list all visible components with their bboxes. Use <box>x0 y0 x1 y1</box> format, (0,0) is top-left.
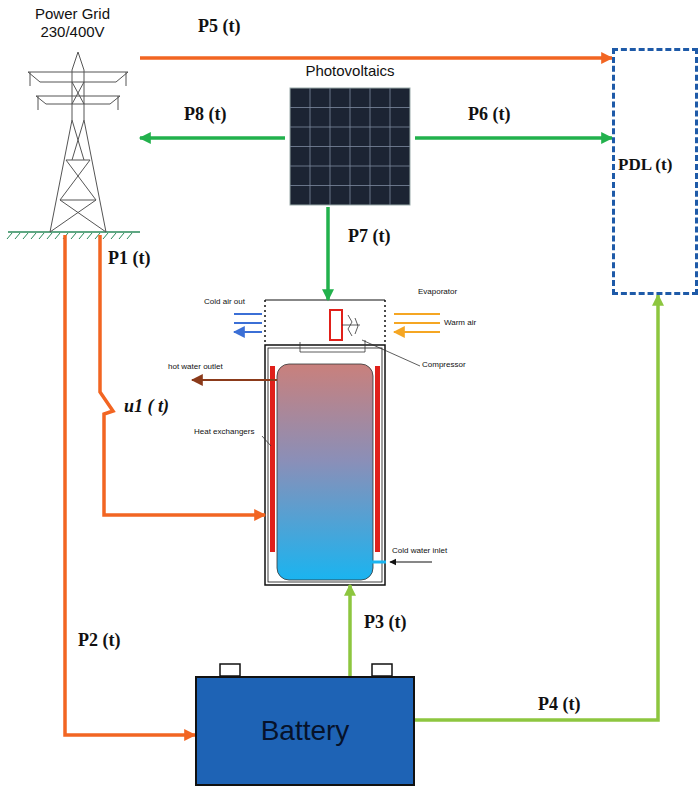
part-label: Heat exchangers <box>193 427 255 436</box>
flow-label: P4 (t) <box>536 694 582 715</box>
pv-panel <box>290 88 410 205</box>
power-flow <box>140 56 612 60</box>
flow-label: P1 (t) <box>106 248 152 269</box>
pv-array: Photovoltaics <box>285 62 415 207</box>
part-label: Compressor <box>421 360 467 369</box>
power-tower <box>8 52 140 232</box>
power-grid: Power Grid 230/400V <box>5 5 140 235</box>
part-label: Cold air out <box>203 297 246 306</box>
battery: Battery <box>195 676 415 786</box>
part-label: Warm air <box>443 318 477 327</box>
flow-label: P5 (t) <box>196 16 242 37</box>
node-label: Power Grid 230/400V <box>23 5 123 41</box>
flow-label: P7 (t) <box>346 226 392 247</box>
part-label: Cold water inlet <box>391 546 448 555</box>
battery-terminals <box>220 664 392 676</box>
flow-label: P8 (t) <box>182 104 228 125</box>
pdl-load: PDL (t) <box>612 48 698 295</box>
node-label: PDL (t) <box>618 155 695 175</box>
node-label: Photovoltaics <box>285 62 415 79</box>
power-flow <box>415 136 612 140</box>
power-flow <box>100 235 265 515</box>
power-flow <box>348 585 352 676</box>
flow-label: P2 (t) <box>76 630 122 651</box>
switch-label: u1 ( t) <box>122 396 171 417</box>
part-label: hot water outlet <box>167 362 224 371</box>
power-flow <box>415 295 658 720</box>
flow-label: P3 (t) <box>362 612 408 633</box>
node-label: Battery <box>261 715 350 747</box>
power-flow <box>326 207 330 300</box>
power-flow <box>140 136 285 140</box>
water-heater <box>192 300 440 585</box>
water-heater: Cold air outEvaporatorWarm airCompressor… <box>265 300 385 585</box>
power-flow <box>65 235 195 735</box>
part-label: Evaporator <box>417 287 458 296</box>
flow-label: P6 (t) <box>466 104 512 125</box>
